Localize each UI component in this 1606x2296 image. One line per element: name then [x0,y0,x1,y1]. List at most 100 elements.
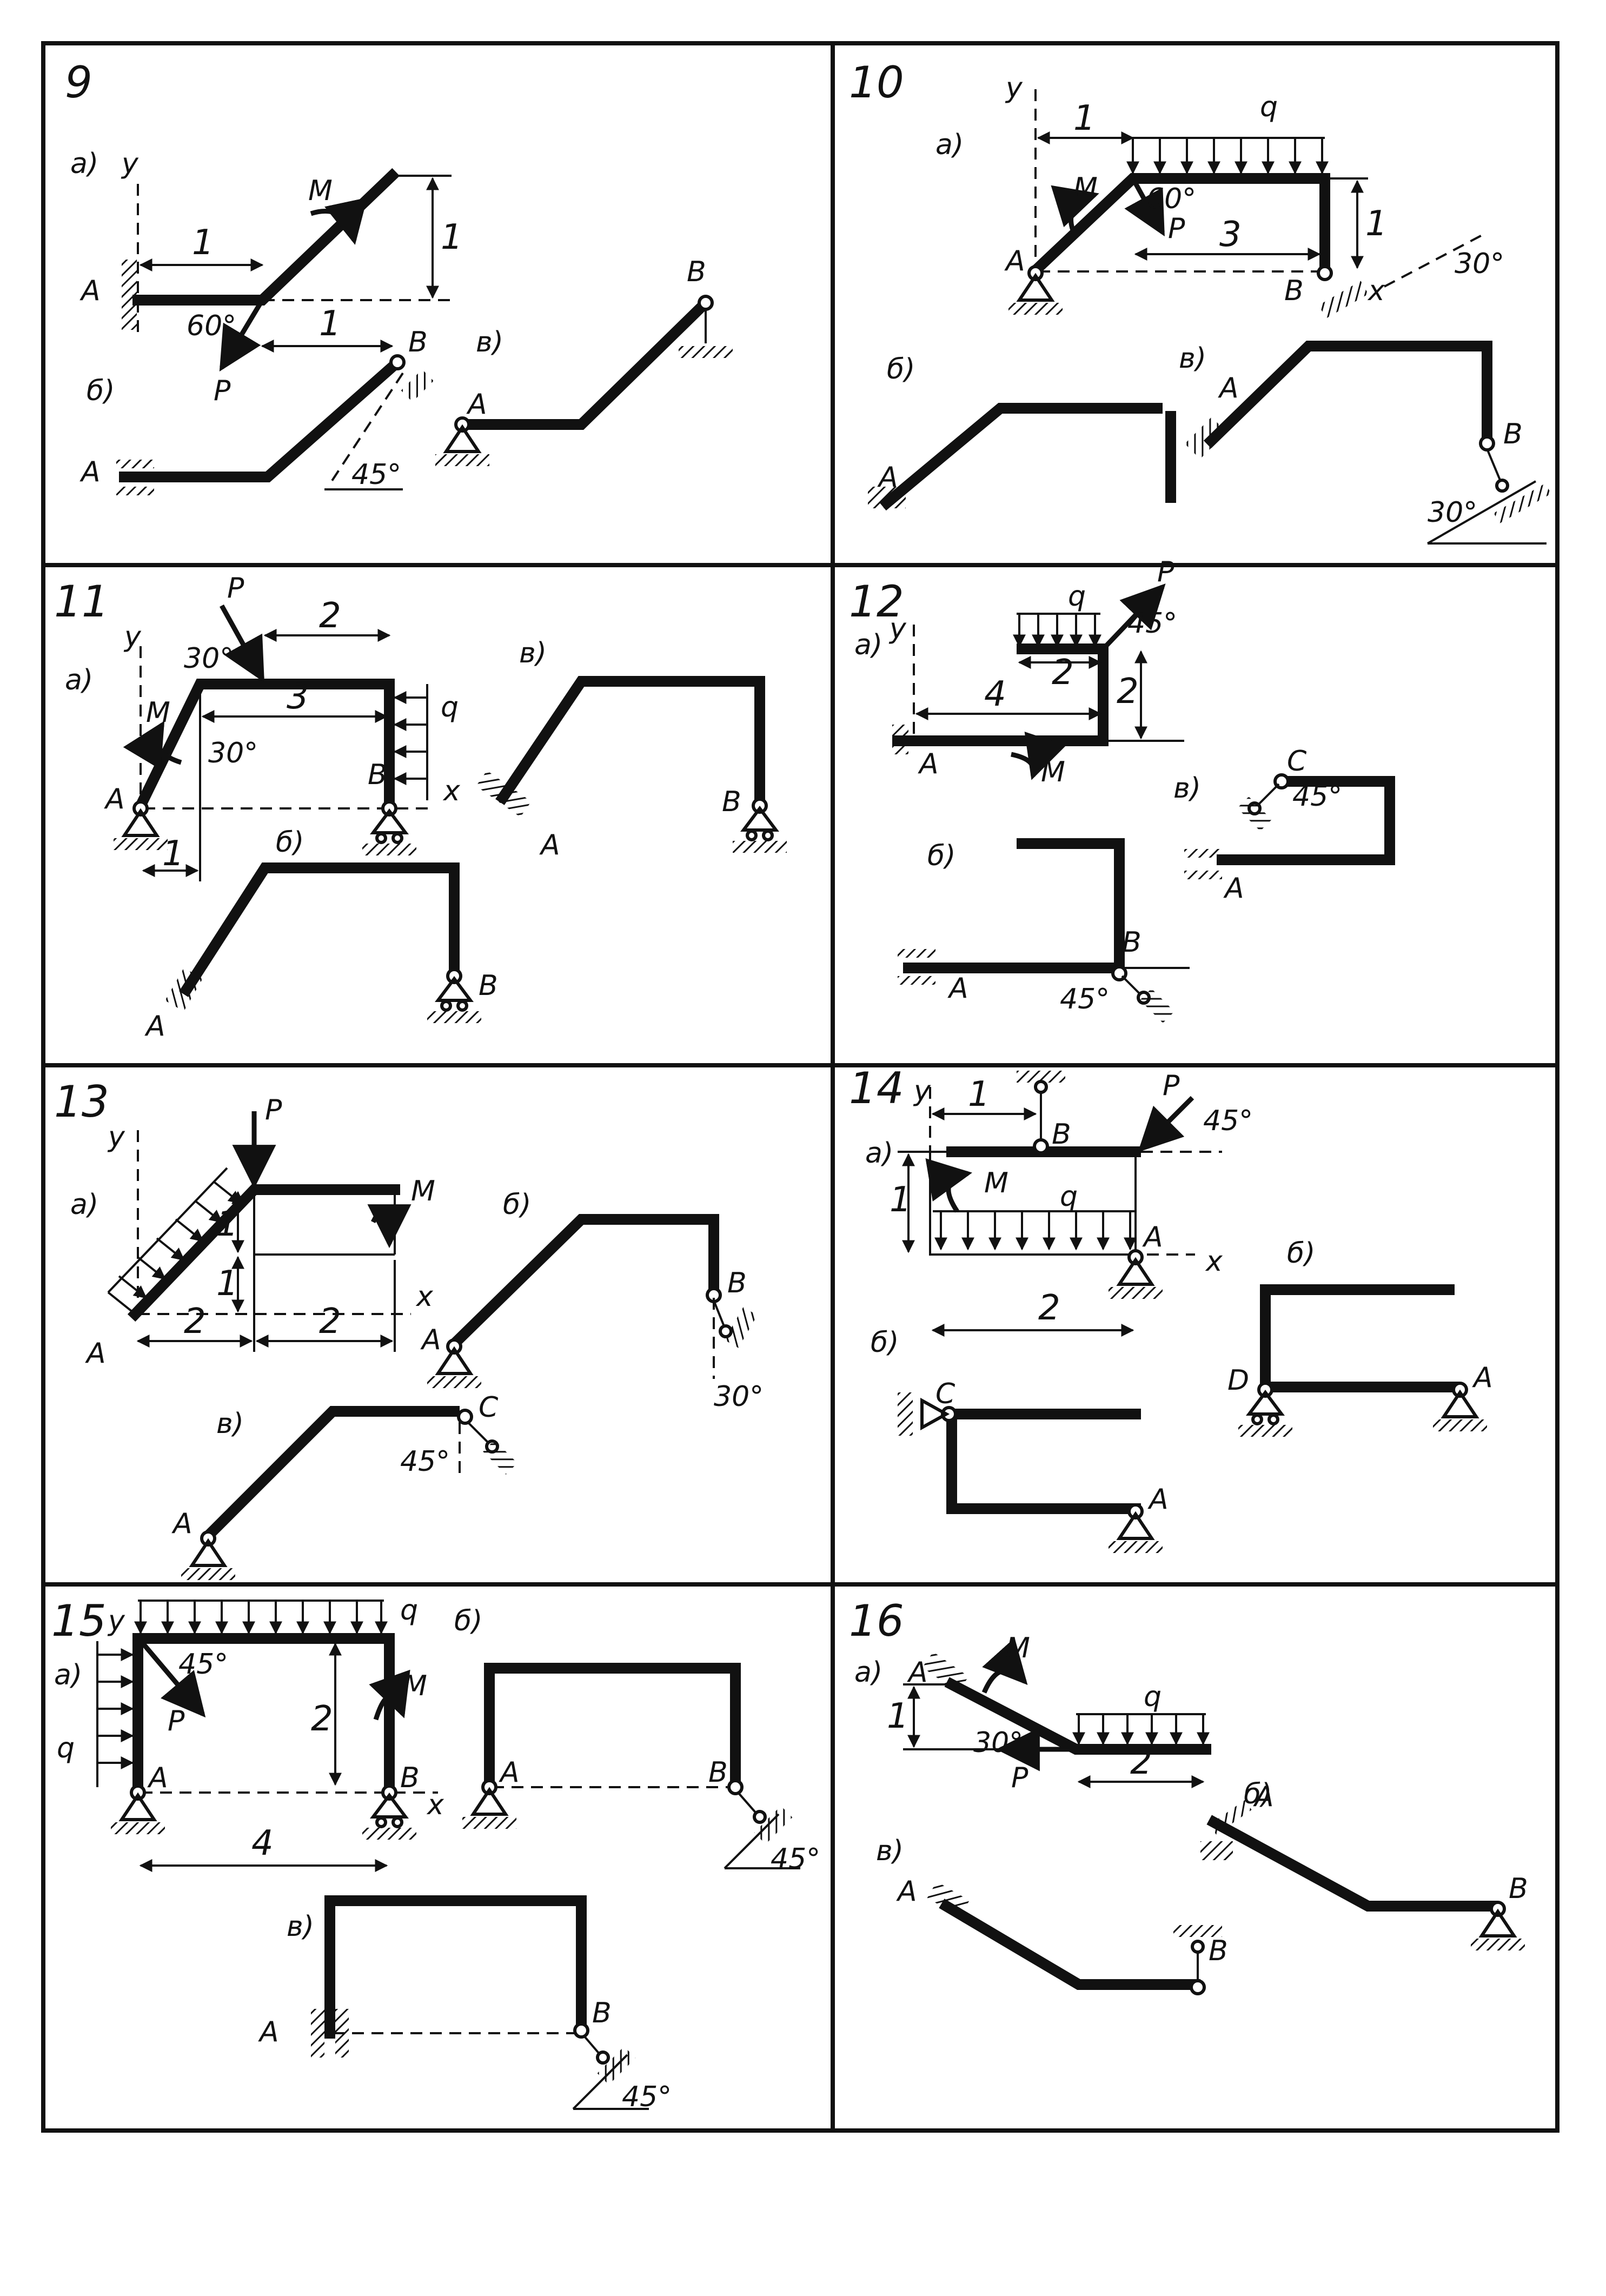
support-link [1486,448,1502,482]
roller-support-hatch [1140,988,1174,1023]
sleeve-support-hatch [476,770,532,817]
dimension-label: 3 [287,677,309,717]
x-axis-label: x [442,775,461,807]
ground-hatch [362,844,416,855]
force-p-arrow [1104,583,1166,648]
point-b-label: B [1509,1873,1528,1905]
problem-number: 15 [51,1596,107,1646]
pin-c [457,1409,473,1425]
sleeve-hatch [1209,1800,1252,1835]
point-c-label: C [1287,745,1307,778]
problem-15: 15 y q а) q P 45° 2 [51,1594,820,2113]
sub-a-label: а) [865,1137,893,1170]
moment-m-label: M [146,696,170,729]
point-d-label: D [1227,1364,1249,1397]
distributed-load-q-left [96,1641,134,1787]
dimension-label: 1 [887,1696,909,1736]
ground-hatch [1109,1541,1163,1553]
point-b-label: B [592,1997,612,2029]
point-a-label: A [1142,1221,1163,1253]
pin-b [389,354,406,370]
point-a-label: A [79,275,101,307]
pin-b [573,2022,589,2039]
dimension-label: 2 [1130,1742,1152,1782]
dimension-label: 1 [216,1264,238,1304]
fixed-support-hatch [927,1881,970,1917]
point-b-label: B [408,326,428,359]
force-p-arrow [141,1642,206,1718]
y-axis-label: y [1005,72,1023,104]
moment-m-label: M [403,1670,427,1702]
moment-m-arrow [369,1669,410,1721]
dimension-label: 3 [1219,215,1242,255]
point-b-label: B [1503,418,1523,450]
point-b-label: B [400,1762,420,1794]
point-a-label: A [1253,1781,1274,1813]
angle-label: 30° [208,737,258,769]
roller-support-b [435,976,474,1002]
sub-a-label: а) [65,664,93,696]
pin-b [698,295,714,311]
ground-hatch [1008,303,1063,315]
sub-b-label: б) [927,840,955,872]
dimension-label: 2 [319,596,341,636]
force-p-label: P [1168,213,1185,245]
frame [324,1895,587,2039]
sub-b-label: б) [87,375,115,407]
ground-hatch [1433,1419,1487,1431]
force-p-arrow [220,604,264,683]
sleeve-hatch [1184,871,1222,879]
point-a-label: A [1472,1362,1493,1394]
fixed-support-hatch [1185,417,1227,459]
sub-b-label: б) [871,1326,899,1359]
sub-v-label: в) [519,637,547,669]
sleeve-hatch [898,949,935,958]
point-a-label: A [171,1508,193,1540]
distributed-load-inclined [107,1167,242,1315]
dimension-label: 2 [1117,672,1139,712]
roller-support-hatch [401,369,434,402]
sub-b2-label: б) [1287,1237,1315,1270]
x-axis-label: x [426,1789,444,1821]
distributed-load-q-top [134,1601,388,1635]
angle-label: 45° [351,459,401,491]
pin-support-a [470,1787,509,1816]
ground-hatch [362,1828,416,1840]
pin-b [1317,265,1333,281]
sub-v-label: в) [1173,772,1201,805]
sleeve-hatch [116,460,154,468]
dimension-label: 1 [216,1204,238,1244]
roller-support-b [370,1793,409,1819]
distributed-load-q [934,1211,1137,1251]
pin-support-a [118,1792,157,1821]
load-q-label: q [1060,1180,1078,1213]
y-axis-label: y [888,613,907,645]
moment-m-arrow [1011,732,1066,780]
roller [391,832,403,844]
load-q-label: q [1260,91,1278,123]
grid-frame [41,41,1559,2133]
frame [484,1663,741,1790]
ground-hatch [111,1822,165,1834]
sleeve-hatch [1200,1841,1233,1860]
ground-hatch [1238,1425,1292,1437]
point-b-label: B [722,786,741,818]
sub-v-label: в) [216,1408,244,1440]
pin-b [727,1779,744,1795]
dimension-label: 4 [251,1823,274,1863]
roller-support-hatch [724,1307,758,1348]
dimension-label: 4 [984,674,1006,714]
problem-16: 16 а) A 1 M 30° P q 2 в) A B [849,1596,1528,1995]
roller-support-hatch [1318,281,1369,318]
point-a-label: A [499,1756,520,1789]
ceiling-hatch [1017,1071,1065,1083]
beam [457,295,714,430]
pin-support-a [1441,1389,1479,1418]
roller-support-c [920,1397,950,1431]
frame [133,679,395,813]
sleeve-hatch [116,487,154,495]
sleeve-hatch [1184,849,1222,858]
pin-support-a [121,808,160,837]
force-p-arrow [219,298,264,371]
sub-v-label: в) [287,1910,314,1943]
